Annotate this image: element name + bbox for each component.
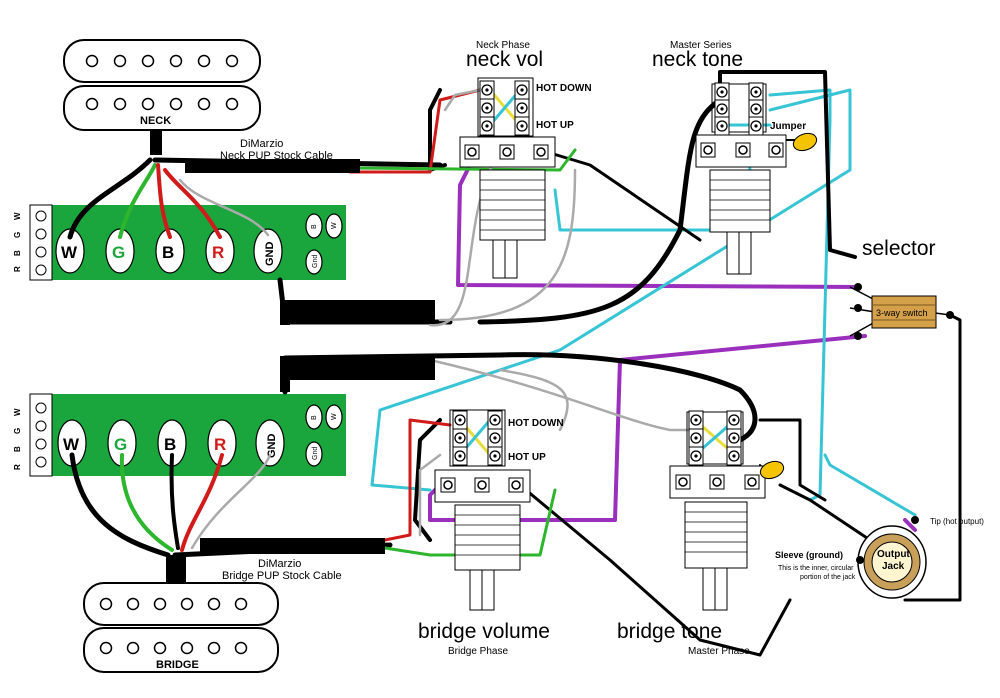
bridge-tone-pot — [669, 410, 785, 611]
svg-text:W: W — [331, 222, 338, 229]
neck-term-b: B — [162, 243, 174, 262]
master-phase-label: Master Phase — [688, 646, 750, 657]
svg-text:Gnd: Gnd — [312, 447, 319, 460]
svg-text:Output: Output — [877, 549, 910, 560]
svg-text:Gnd: Gnd — [312, 255, 319, 268]
neck-cable-label: Neck PUP Stock Cable — [220, 150, 333, 162]
cable-sheaths — [185, 159, 435, 554]
bridge-term-w: W — [63, 435, 80, 454]
svg-text:portion of the jack: portion of the jack — [800, 574, 856, 581]
svg-text:W: W — [13, 212, 22, 220]
svg-text:B: B — [311, 415, 318, 420]
bridge-term-g: G — [114, 435, 127, 454]
neck-term-w: W — [61, 243, 78, 262]
neck-term-r: R — [212, 243, 224, 262]
svg-text:R: R — [13, 464, 22, 470]
bridge-tone-title: bridge tone — [617, 620, 722, 643]
labels: Neck Phase neck vol Master Series neck t… — [220, 40, 984, 657]
bridge-cable-label: Bridge PUP Stock Cable — [222, 570, 342, 582]
neck-term-gnd: GND — [264, 242, 276, 267]
neck-hot-up: HOT UP — [536, 120, 574, 131]
bridge-phase-label: Bridge Phase — [448, 646, 508, 657]
bridge-hot-down: HOT DOWN — [508, 418, 564, 429]
svg-text:W: W — [331, 413, 338, 420]
bridge-pickup-label: BRIDGE — [156, 659, 199, 671]
neck-phase-label: Neck Phase — [476, 40, 530, 51]
bridge-term-r: R — [214, 435, 226, 454]
svg-text:DiMarzio: DiMarzio — [258, 558, 301, 570]
output-jack: Output Jack — [856, 516, 927, 599]
bridge-term-gnd: GND — [266, 434, 278, 459]
master-series-label: Master Series — [670, 40, 732, 51]
side-letters-bottom: R B G W — [13, 408, 22, 470]
triple-shot-bridge: Triple Shot Stock Cable/Bridge — [298, 368, 435, 379]
neck-hot-down: HOT DOWN — [536, 83, 592, 94]
svg-text:B: B — [13, 250, 22, 256]
sleeve-label: Sleeve (ground) — [775, 550, 843, 560]
switch-label: 3-way switch — [876, 308, 928, 318]
bridge-pickup: BRIDGE — [83, 555, 279, 673]
svg-text:B: B — [311, 224, 318, 229]
bridge-hot-up: HOT UP — [508, 452, 546, 463]
neck-vol-title: neck vol — [466, 48, 543, 71]
svg-text:Jack: Jack — [882, 561, 905, 572]
svg-text:DiMarzio: DiMarzio — [240, 138, 283, 150]
tip-label: Tip (hot output) — [930, 517, 984, 526]
neck-pickup-label: NECK — [140, 115, 171, 127]
side-letters-top: R B G W — [13, 212, 22, 272]
neck-tone-pot — [695, 82, 818, 275]
jumper-label: Jumper — [770, 121, 806, 132]
neck-board: W G B R GND B W Gnd — [29, 204, 346, 281]
neck-tone-title: neck tone — [652, 48, 743, 71]
svg-text:B: B — [13, 446, 22, 452]
svg-text:G: G — [13, 232, 22, 238]
neck-pickup: NECK — [63, 39, 261, 155]
bridge-volume-title: bridge volume — [418, 620, 550, 643]
bridge-term-b: B — [164, 435, 176, 454]
neck-vol-pot — [459, 77, 556, 279]
bridge-volume-pot — [434, 409, 531, 611]
selector-title: selector — [862, 237, 936, 260]
svg-text:G: G — [13, 428, 22, 434]
three-way-switch: 3-way switch — [849, 283, 954, 340]
svg-text:This is the inner, circular: This is the inner, circular — [778, 565, 854, 572]
bridge-board: W G B R GND B W Gnd — [29, 393, 346, 477]
neck-term-g: G — [112, 243, 125, 262]
svg-text:W: W — [13, 408, 22, 416]
svg-text:R: R — [13, 266, 22, 272]
triple-shot-neck: Triple Shot Stock Cable/Neck — [298, 304, 429, 315]
